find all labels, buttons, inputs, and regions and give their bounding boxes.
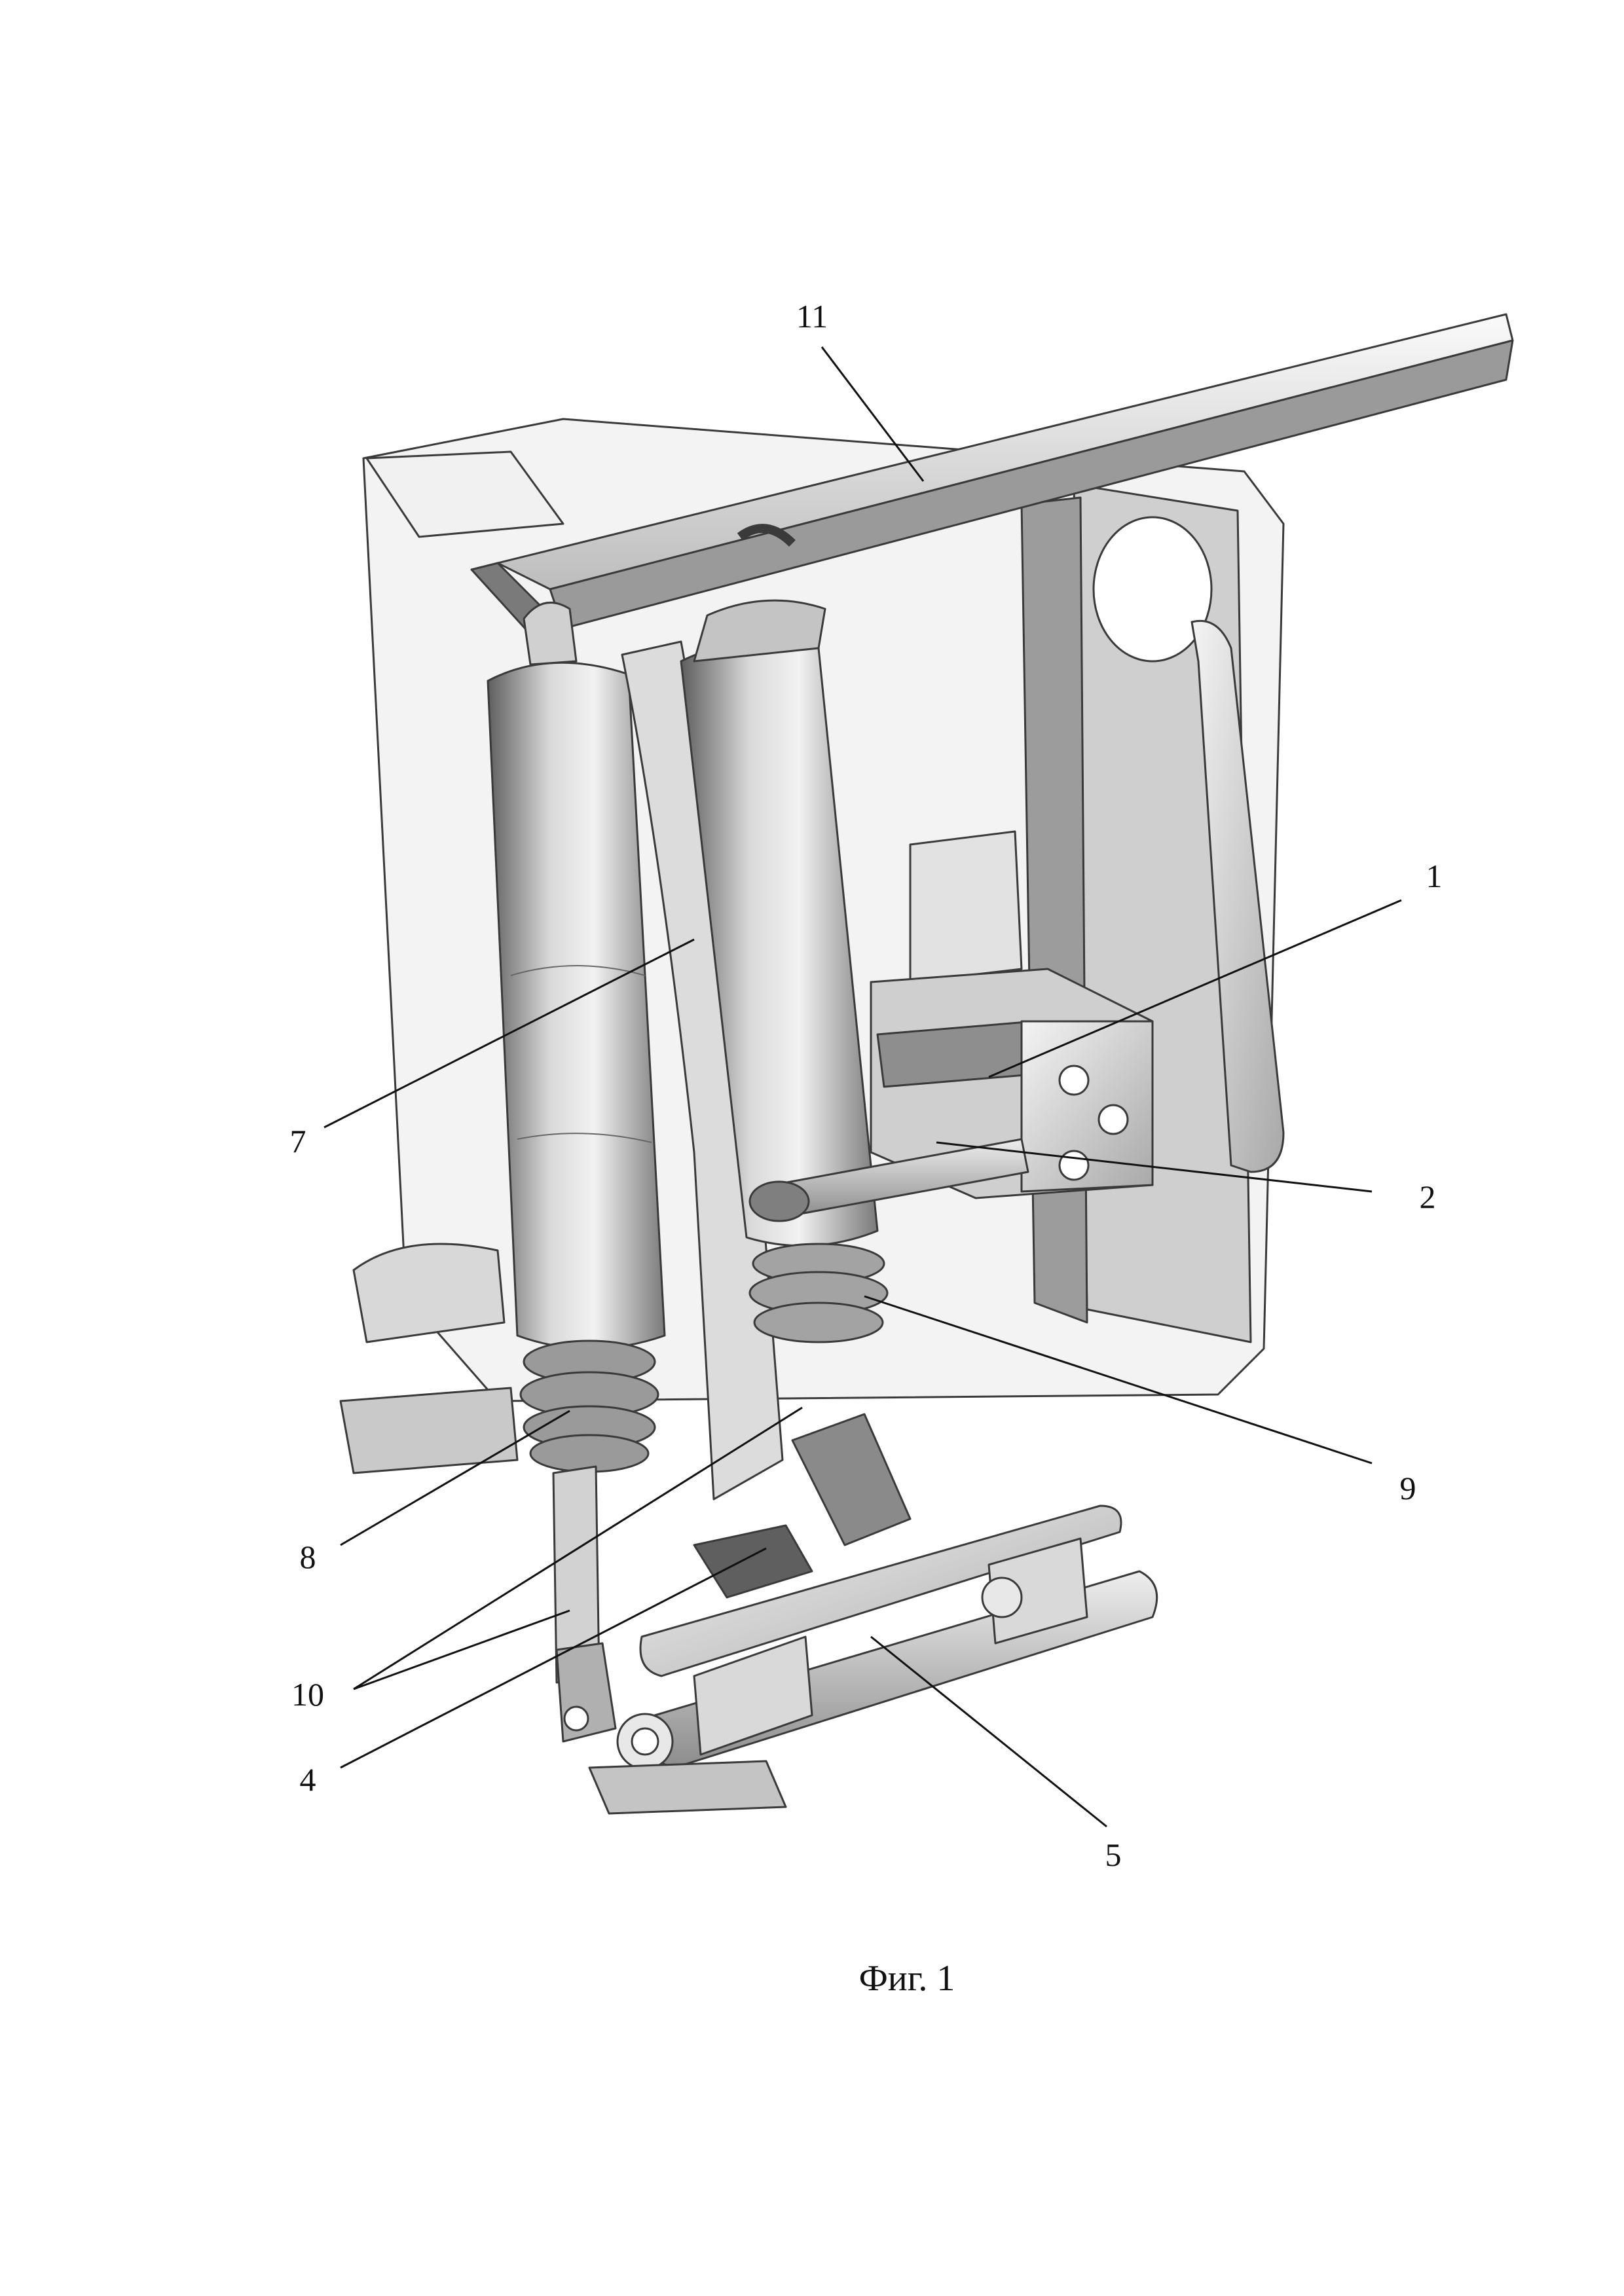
leader-line-2: [936, 1141, 1373, 1193]
leader-line-5: [870, 1635, 1107, 1828]
leader-line-8: [340, 1410, 570, 1546]
ref-label-11: 11: [796, 298, 828, 335]
ref-label-9: 9: [1400, 1470, 1416, 1506]
leader-line-4: [340, 1547, 767, 1769]
ref-label-7: 7: [290, 1123, 306, 1159]
machine-drawing: [339, 313, 1514, 1815]
left-spring-8: [519, 1339, 659, 1473]
actuator-housing-1-2: [748, 968, 1154, 1222]
leader-line-1: [988, 899, 1402, 1078]
leader-line-10b: [353, 1609, 570, 1690]
ref-label-4: 4: [300, 1761, 316, 1798]
lower-assembly: [552, 1413, 1158, 1815]
ref-label-5: 5: [1105, 1836, 1122, 1873]
reference-labels: 11 1 7 2 9 8 10 4 5: [290, 298, 1443, 1873]
ref-label-8: 8: [300, 1539, 316, 1575]
leader-line-9: [864, 1295, 1373, 1465]
leader-line-10a: [353, 1406, 803, 1690]
ref-label-2: 2: [1420, 1178, 1436, 1215]
right-spring-9: [748, 1243, 889, 1343]
right-cylinder: [680, 524, 879, 1247]
leader-line-7: [323, 938, 695, 1129]
ref-label-1: 1: [1426, 858, 1443, 894]
figure-caption: Фиг. 1: [859, 1958, 955, 1999]
top-rail-11: [365, 313, 1514, 643]
ref-label-10: 10: [291, 1676, 324, 1713]
leader-line-11: [821, 346, 925, 482]
